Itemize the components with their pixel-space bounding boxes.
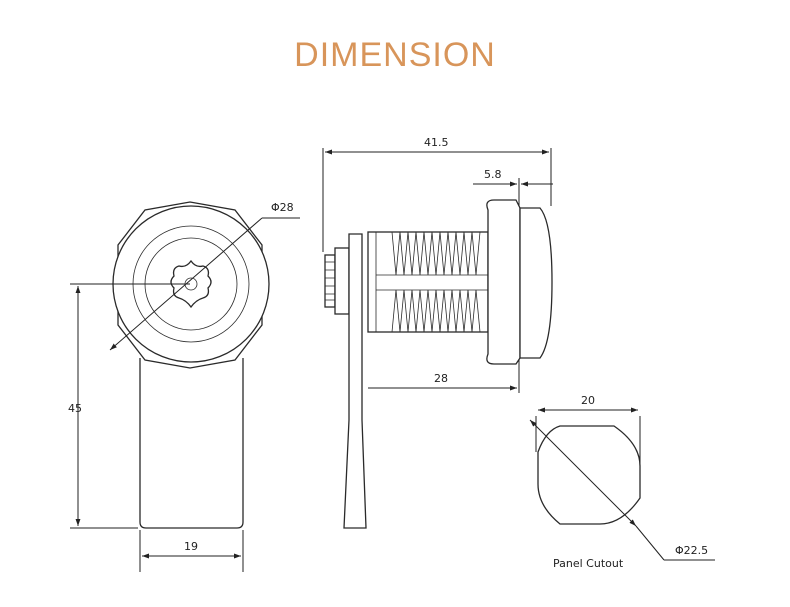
side-cylinder [367, 231, 489, 333]
side-bezel [519, 207, 553, 359]
front-cam [139, 358, 244, 529]
front-width-label: 19 [184, 540, 198, 553]
body-diameter-label: Φ28 [271, 201, 294, 214]
side-cam-lever [343, 233, 367, 529]
cutout-diameter-leader [529, 419, 637, 527]
side-head [486, 199, 521, 365]
star-keyway-icon [170, 259, 212, 309]
total-length-label: 41.5 [424, 136, 449, 149]
cutout-width-label: 20 [581, 394, 595, 407]
side-nut [334, 247, 350, 315]
panel-cutout: 20 Φ22.5 Panel Cutout [529, 394, 715, 570]
front-view: Φ28 45 19 [68, 201, 300, 572]
height-label: 45 [68, 402, 82, 415]
cutout-caption: Panel Cutout [553, 557, 624, 570]
side-view: 41.5 5.8 28 [322, 136, 553, 529]
cylinder-length-label: 28 [434, 372, 448, 385]
cutout-diameter-label: Φ22.5 [675, 544, 708, 557]
cutout-shape [537, 425, 641, 525]
head-thickness-label: 5.8 [484, 168, 502, 181]
side-screw [324, 254, 336, 308]
page-title: DIMENSION [294, 36, 496, 74]
